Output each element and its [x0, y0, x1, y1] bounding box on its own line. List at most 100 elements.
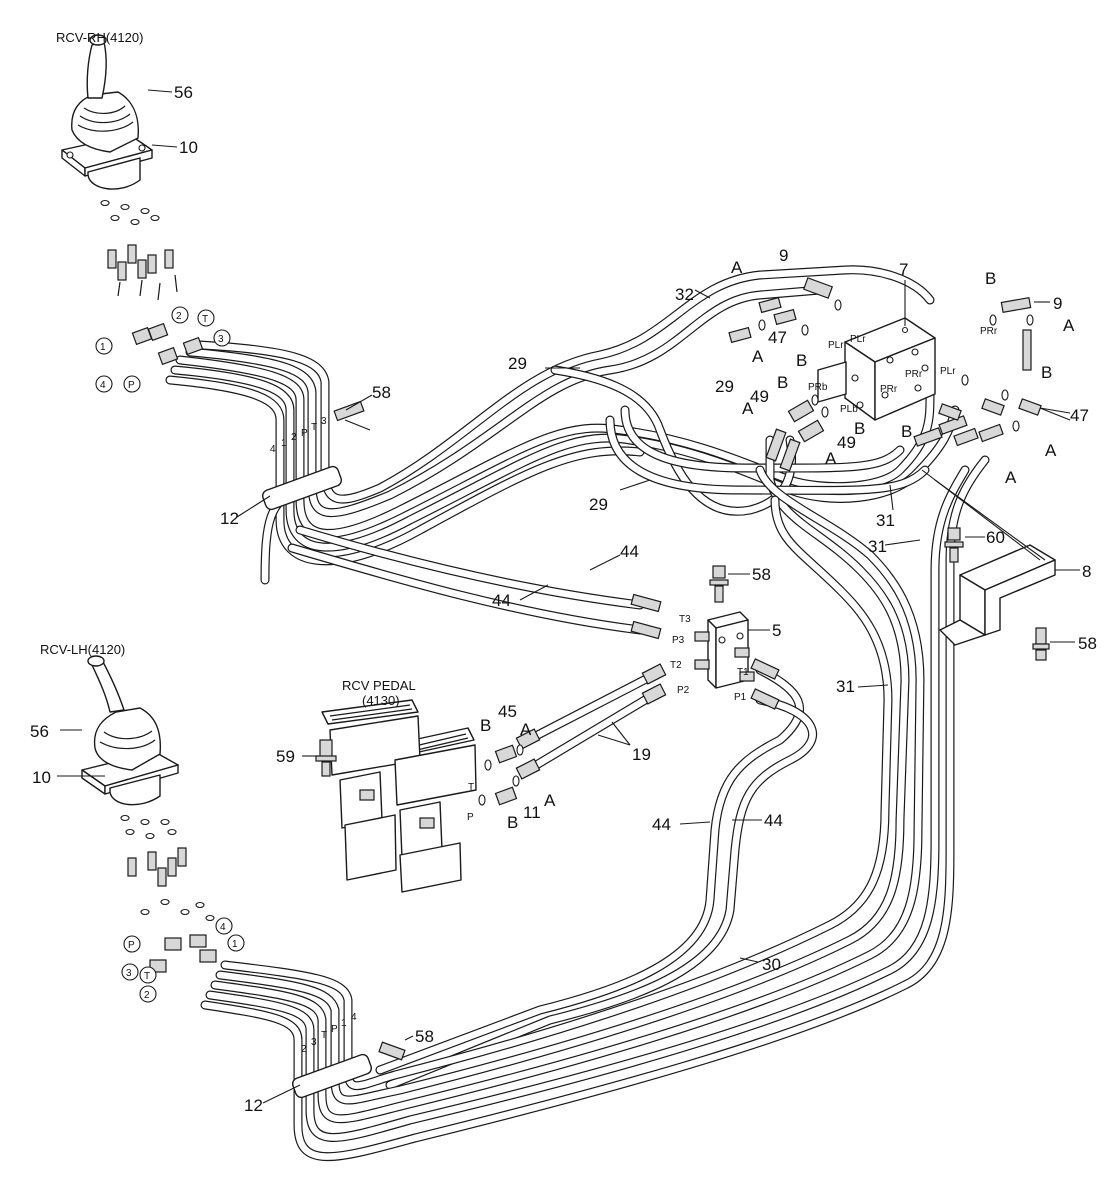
hose-mark: 2 — [301, 1044, 307, 1055]
pipe-29-loop — [550, 365, 930, 516]
port-marker: P — [128, 940, 135, 951]
bolt-59 — [315, 739, 337, 777]
rcv-pedal-title: RCV PEDAL — [342, 678, 416, 693]
bolt-58-top — [333, 400, 371, 431]
hose-mark: 3 — [321, 416, 327, 427]
letter-b: B — [777, 373, 788, 392]
callout-44-a: 44 — [620, 542, 639, 561]
rcv-rh-title: RCV-RH(4120) — [56, 30, 143, 45]
callout-56-bottom: 56 — [30, 722, 49, 741]
port-t1: T1 — [737, 667, 749, 678]
port-p: P — [467, 812, 474, 823]
clamp-12-bottom — [291, 1053, 373, 1099]
port-markers-rh: 1 2 T 3 4 P — [95, 306, 231, 393]
port-plr: PLr — [850, 334, 866, 345]
callout-58-right: 58 — [1078, 634, 1097, 653]
callout-10-bottom: 10 — [32, 768, 51, 787]
callout-44-c: 44 — [652, 815, 671, 834]
port-prr: PRr — [880, 384, 898, 395]
callout-45: 45 — [498, 702, 517, 721]
bolt-58-mid — [709, 565, 729, 603]
callout-12-top: 12 — [220, 509, 239, 528]
callout-32: 32 — [675, 285, 694, 304]
hose-mark: 4 — [351, 1012, 357, 1023]
callout-9-b: 9 — [1053, 294, 1062, 313]
fitting-11 — [478, 744, 524, 806]
letter-a: A — [1005, 468, 1017, 487]
port-t: T — [468, 782, 474, 793]
hose-marks-bottom: 2 3 T P 1 4 — [301, 1012, 357, 1055]
port-prb: PRb — [808, 382, 828, 393]
callout-58-mid: 58 — [752, 565, 771, 584]
port-letter-labels: A A A A A A A A B B B B B B B B A — [480, 258, 1075, 832]
port-plr: PLr — [940, 366, 956, 377]
port-marker: P — [128, 380, 135, 391]
port-marker: T — [144, 971, 150, 982]
rcv-pedal-code: (4130) — [362, 693, 400, 708]
callout-58-bottom: 58 — [415, 1027, 434, 1046]
port-prr: PRr — [905, 369, 923, 380]
fitting-45 — [484, 744, 518, 771]
valve-port-labels: PLr PLr PLr PRr PRr PRr PRb PLb T3 P3 T2… — [467, 326, 998, 823]
port-marker: 3 — [126, 968, 132, 979]
bolt-58-bottom — [378, 1041, 406, 1061]
callout-29-b: 29 — [715, 377, 734, 396]
port-marker: 1 — [100, 342, 106, 353]
clamp-12-top — [261, 465, 343, 511]
port-t3: T3 — [679, 614, 691, 625]
callout-49-a: 49 — [750, 387, 769, 406]
rh-fittings-cluster — [100, 199, 204, 366]
letter-a: A — [752, 347, 764, 366]
bolt-58-right — [1032, 627, 1050, 661]
callout-58-top: 58 — [372, 383, 391, 402]
port-marker: 4 — [100, 380, 106, 391]
hose-mark: T — [321, 1030, 327, 1041]
titles: RCV-RH(4120) RCV-LH(4120) RCV PEDAL (413… — [40, 30, 416, 708]
port-marker: 3 — [218, 334, 224, 345]
hose-mark: 2 — [291, 432, 297, 443]
letter-a: A — [742, 399, 754, 418]
port-marker: T — [202, 314, 208, 325]
callout-10-top: 10 — [179, 138, 198, 157]
hose-mark: T — [311, 422, 317, 433]
callout-31-c: 31 — [836, 677, 855, 696]
callout-47-a: 47 — [768, 328, 787, 347]
port-t2: T2 — [670, 660, 682, 671]
letter-a: A — [1045, 441, 1057, 460]
letter-b: B — [480, 716, 491, 735]
port-plb: PLb — [840, 404, 858, 415]
callout-56-top: 56 — [174, 83, 193, 102]
callout-49-b: 49 — [837, 433, 856, 452]
callout-44-d: 44 — [764, 811, 783, 830]
callout-19: 19 — [632, 745, 651, 764]
callout-11: 11 — [523, 803, 541, 822]
hose-mark: 1 — [341, 1018, 347, 1029]
callout-30: 30 — [762, 955, 781, 974]
leader-lines — [57, 89, 1080, 1104]
shuttle-valve-5 — [630, 593, 780, 710]
letter-b: B — [796, 351, 807, 370]
port-marker: 4 — [220, 922, 226, 933]
valve-fittings — [728, 277, 1042, 472]
lh-fittings-cluster — [120, 814, 217, 973]
hose-mark: P — [301, 428, 308, 439]
port-markers-lh: P 3 T 2 4 1 — [121, 917, 245, 1003]
rcv-lh-title: RCV-LH(4120) — [40, 642, 125, 657]
rcv-rh-joystick — [61, 34, 153, 190]
callout-29-a: 29 — [508, 354, 527, 373]
callout-59: 59 — [276, 747, 295, 766]
port-marker: 2 — [176, 311, 182, 322]
callout-12-bottom: 12 — [244, 1096, 263, 1115]
letter-b: B — [854, 419, 865, 438]
letter-a: A — [731, 258, 743, 277]
port-p2: P2 — [677, 685, 690, 696]
port-p3: P3 — [672, 635, 685, 646]
hose-mark: 3 — [311, 1037, 317, 1048]
rcv-pedal — [321, 699, 477, 893]
hose-mark: P — [331, 1024, 338, 1035]
letter-a: A — [520, 720, 532, 739]
hose-mark: 4 — [270, 444, 276, 455]
bolt-60 — [944, 527, 964, 563]
